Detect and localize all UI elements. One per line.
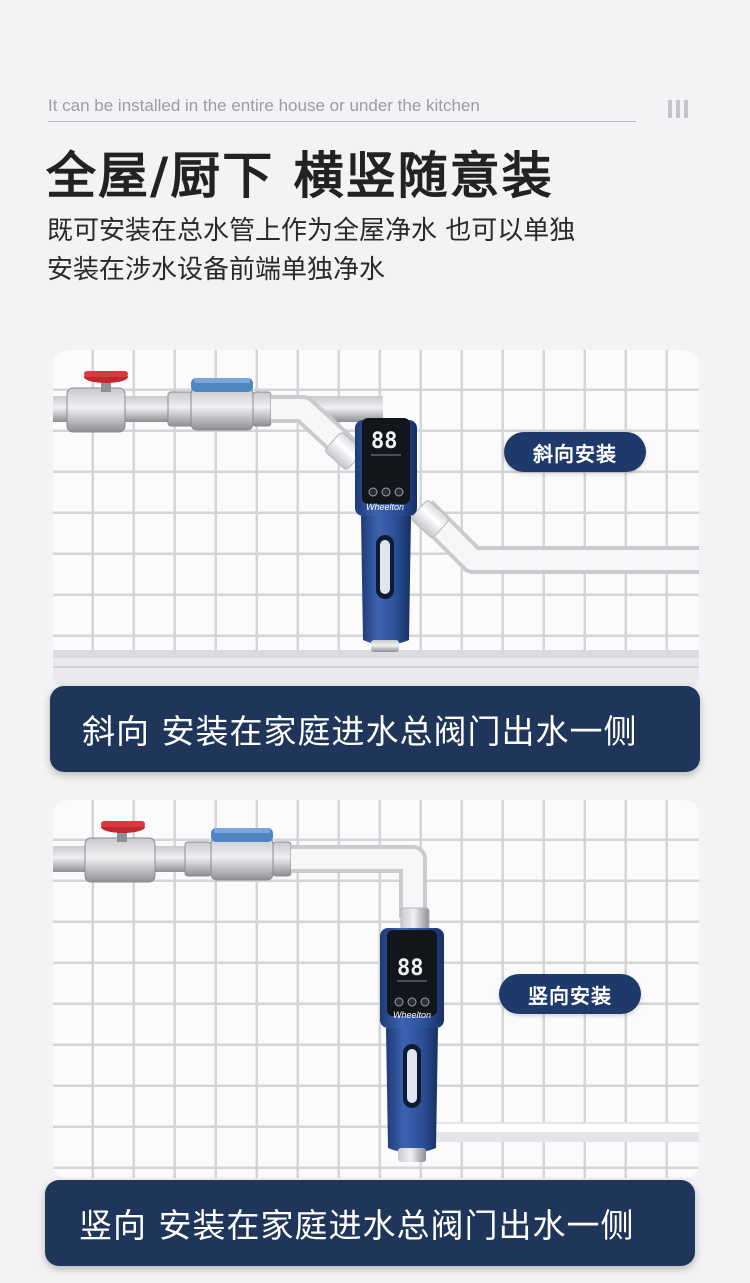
digit-display: 88 [371, 429, 398, 454]
description-line: 既可安装在总水管上作为全屋净水 也可以单独 [47, 216, 576, 246]
banner-diagonal: 斜向 安装在家庭进水总阀门出水一侧 [50, 686, 700, 772]
tag-vertical-install: 竖向安装 [499, 974, 641, 1014]
page-title: 全屋/厨下 横竖随意装 [46, 147, 554, 205]
brand-logo: Wheelton [393, 1010, 431, 1020]
tag-diagonal-install: 斜向安装 [504, 432, 646, 472]
bars-icon [668, 100, 692, 118]
english-subtitle: It can be installed in the entire house … [48, 96, 480, 115]
header-divider [48, 121, 636, 122]
banner-text: 斜向 安装在家庭进水总阀门出水一侧 [82, 712, 638, 751]
description-line: 安装在涉水设备前端单独净水 [47, 255, 386, 285]
digit-display: 88 [397, 956, 424, 981]
diagonal-install-scene: 88 Wheelton [53, 350, 699, 690]
brand-logo: Wheelton [366, 502, 404, 512]
prefilter-device: 88 Wheelton [355, 418, 417, 652]
description: 既可安装在总水管上作为全屋净水 也可以单独 安装在涉水设备前端单独净水 [47, 212, 697, 290]
banner-text: 竖向 安装在家庭进水总阀门出水一侧 [79, 1206, 635, 1245]
banner-vertical: 竖向 安装在家庭进水总阀门出水一侧 [45, 1180, 695, 1266]
prefilter-device: 88 Wheelton [380, 928, 444, 1162]
